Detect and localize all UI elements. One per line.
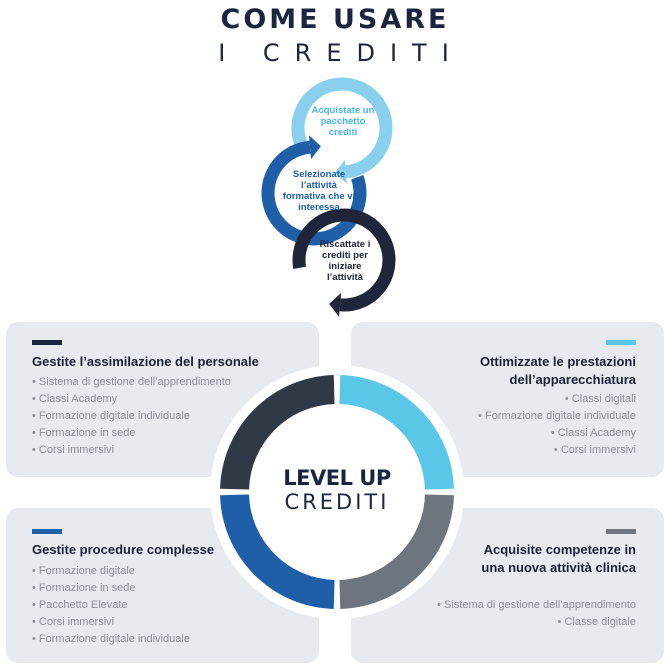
card-list: Classi digitaliFormazione digitale indiv… bbox=[478, 391, 636, 459]
card-list: Sistema di gestione dell’apprendimentoCl… bbox=[437, 597, 636, 631]
card-list-item: Formazione digitale individuale bbox=[32, 631, 190, 648]
card-list-item: Pacchetto Elevate bbox=[32, 597, 190, 614]
card-title: Gestite l’assimilazione del personale bbox=[32, 354, 259, 369]
card-title-line-1: Acquisite competenze in bbox=[483, 542, 636, 557]
step-3-arc bbox=[292, 208, 396, 312]
center-line-1: LEVEL UP bbox=[283, 466, 391, 490]
center-label: LEVEL UP CREDITI bbox=[252, 466, 422, 514]
ring-segment-top-left bbox=[220, 375, 335, 490]
card-list-item: Formazione in sede bbox=[32, 425, 231, 442]
card-title-line-2: una nuova attività clinica bbox=[481, 560, 636, 575]
step-1-arc bbox=[291, 77, 393, 179]
step-3-label: Riscattate i crediti per iniziare l’atti… bbox=[319, 239, 371, 283]
page-title: COME USARE I CREDITI bbox=[0, 4, 670, 68]
card-title: Acquisite competenze in una nuova attivi… bbox=[481, 541, 636, 577]
ring-segment-top-right bbox=[339, 375, 454, 490]
ring-segment-bottom-left bbox=[220, 494, 335, 609]
step-3-arrowhead bbox=[329, 292, 342, 317]
card-list-item: Sistema di gestione dell’apprendimento bbox=[437, 597, 636, 614]
card-list-item: Corsi immersivi bbox=[32, 614, 190, 631]
card-list-item: Formazione digitale individuale bbox=[478, 408, 636, 425]
card-list-item: Sistema di gestione dell’apprendimento bbox=[32, 374, 231, 391]
card-list-item: Formazione digitale individuale bbox=[32, 408, 231, 425]
card-list-item: Formazione digitale bbox=[32, 563, 190, 580]
card-accent-bar bbox=[32, 340, 62, 345]
card-list: Formazione digitaleFormazione in sedePac… bbox=[32, 563, 190, 648]
card-list-item: Classi digitali bbox=[478, 391, 636, 408]
card-list: Sistema di gestione dell’apprendimentoCl… bbox=[32, 374, 231, 459]
card-list-item: Corsi immersivi bbox=[478, 442, 636, 459]
card-title-line-2: dell’apparecchiatura bbox=[509, 372, 636, 387]
step-2-arrowhead bbox=[308, 135, 321, 160]
card-list-item: Classe digitale bbox=[437, 614, 636, 631]
card-list-item: Classi Academy bbox=[32, 391, 231, 408]
ring-segment-bottom-right bbox=[339, 494, 454, 609]
card-title-line-1: Ottimizzate le prestazioni bbox=[479, 354, 636, 369]
steps-diagram bbox=[261, 77, 396, 317]
card-title: Ottimizzate le prestazioni dell’apparecc… bbox=[480, 353, 636, 389]
title-line-1: COME USARE bbox=[220, 4, 450, 35]
step-1-label: Acquistate un pacchetto crediti bbox=[311, 105, 375, 138]
card-list-item: Corsi immersivi bbox=[32, 442, 231, 459]
card-accent-bar bbox=[606, 340, 636, 345]
center-line-2: CREDITI bbox=[284, 490, 390, 514]
step-1-arrowhead bbox=[334, 159, 347, 184]
card-list-item: Formazione in sede bbox=[32, 580, 190, 597]
card-title: Gestite procedure complesse bbox=[32, 542, 215, 557]
ring-center bbox=[249, 404, 425, 580]
step-2-label: Selezionate l’attività formativa che vi … bbox=[282, 169, 356, 213]
card-list-item: Classi Academy bbox=[478, 425, 636, 442]
title-line-2: I CREDITI bbox=[218, 39, 464, 67]
card-accent-bar bbox=[606, 529, 636, 534]
card-accent-bar bbox=[32, 529, 62, 534]
